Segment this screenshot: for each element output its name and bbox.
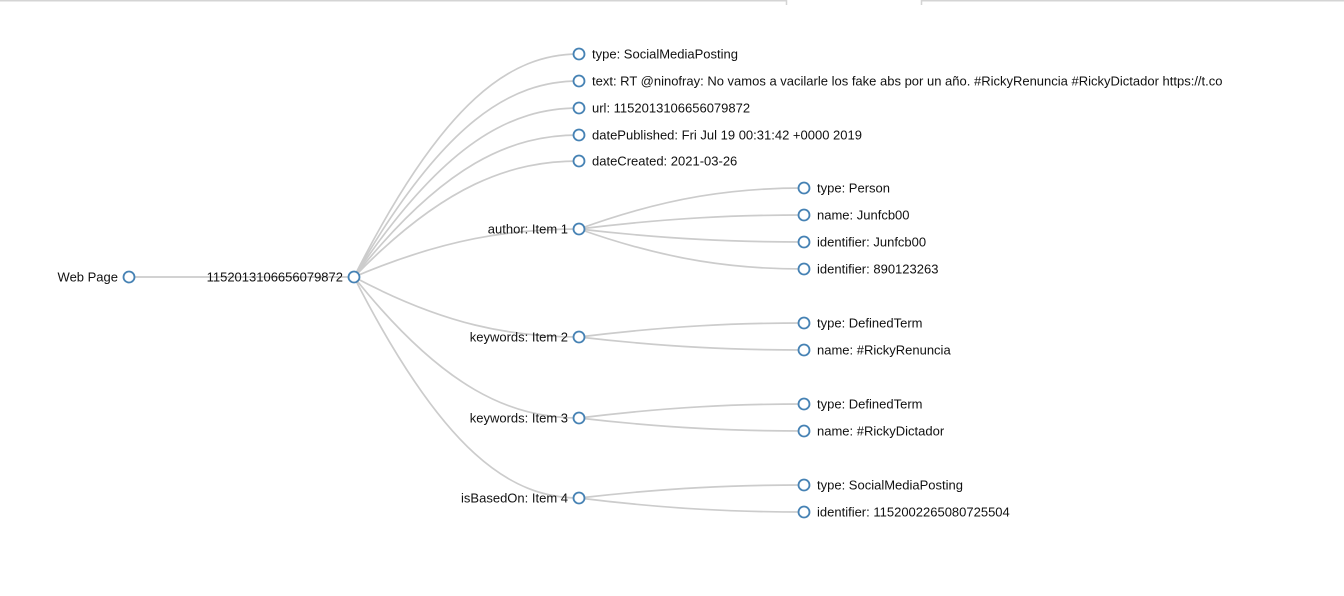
node-circle[interactable] [572, 491, 586, 505]
node-circle[interactable] [572, 128, 586, 142]
tree-node-name-rickydictador: name: #RickyDictador [797, 424, 945, 439]
node-label: type: Person [817, 181, 890, 196]
tree-node-identifier-1152002265080725504: identifier: 1152002265080725504 [797, 505, 1010, 520]
node-circle[interactable] [797, 343, 811, 357]
node-label: identifier: 890123263 [817, 262, 938, 277]
tree-node-type-socialmediaposting: type: SocialMediaPosting [572, 47, 738, 62]
tree-link [578, 417, 805, 432]
tree-link [353, 160, 580, 278]
node-label: type: DefinedTerm [817, 316, 923, 331]
node-label: keywords: Item 2 [470, 330, 568, 345]
node-circle[interactable] [572, 74, 586, 88]
tree-link [353, 134, 580, 278]
tree-link [578, 228, 805, 270]
node-circle[interactable] [572, 154, 586, 168]
tree-node-type-person: type: Person [797, 181, 890, 196]
tree-link [353, 80, 580, 278]
node-label: name: #RickyRenuncia [817, 343, 951, 358]
tree-node-type-socialmediaposting: type: SocialMediaPosting [797, 478, 963, 493]
tree-link [353, 276, 580, 338]
tree-node-type-definedterm: type: DefinedTerm [797, 397, 923, 412]
tree-link [578, 497, 805, 513]
node-circle[interactable] [797, 478, 811, 492]
tree-node-keywords-item-3: keywords: Item 3 [470, 411, 586, 426]
top-tab-border [0, 0, 1344, 5]
node-label: identifier: 1152002265080725504 [817, 505, 1010, 520]
tree-link [578, 322, 805, 338]
node-circle[interactable] [572, 330, 586, 344]
tree-node-web-page: Web Page [58, 270, 136, 285]
tree-link [578, 187, 805, 230]
node-circle[interactable] [572, 101, 586, 115]
top-tab-border-left [0, 0, 788, 5]
node-label: name: #RickyDictador [817, 424, 945, 439]
tree-node-isbasedon-item-4: isBasedOn: Item 4 [461, 491, 586, 506]
node-label: datePublished: Fri Jul 19 00:31:42 +0000… [592, 128, 862, 143]
node-label: text: RT @ninofray: No vamos a vacilarle… [592, 74, 1223, 89]
tree-link [353, 228, 580, 278]
node-circle[interactable] [572, 47, 586, 61]
tree-node-type-definedterm: type: DefinedTerm [797, 316, 923, 331]
node-label: dateCreated: 2021-03-26 [592, 154, 737, 169]
tree-link [353, 107, 580, 278]
tree-node-text-rt-ninofray-no-vamos-a-vacilarle-lo: text: RT @ninofray: No vamos a vacilarle… [572, 74, 1223, 89]
node-circle[interactable] [797, 505, 811, 519]
tree-node-name-rickyrenuncia: name: #RickyRenuncia [797, 343, 951, 358]
tree-node-datecreated-2021-03-26: dateCreated: 2021-03-26 [572, 154, 737, 169]
tree-nodes: Web Page 1152013106656079872 type: SocialM… [58, 47, 1223, 520]
node-circle[interactable] [797, 181, 811, 195]
tree-link [578, 484, 805, 499]
node-label: type: DefinedTerm [817, 397, 923, 412]
node-label: keywords: Item 3 [470, 411, 568, 426]
tree-link [353, 276, 580, 499]
tree-links [129, 53, 805, 513]
node-label: 1152013106656079872 [207, 270, 343, 285]
node-circle[interactable] [572, 411, 586, 425]
top-tab-border-right [920, 0, 1344, 5]
node-circle[interactable] [347, 270, 361, 284]
node-circle[interactable] [797, 397, 811, 411]
node-circle[interactable] [797, 316, 811, 330]
node-circle[interactable] [122, 270, 136, 284]
node-label: Web Page [58, 270, 118, 285]
node-label: name: Junfcb00 [817, 208, 910, 223]
node-circle[interactable] [797, 235, 811, 249]
node-label: url: 1152013106656079872 [592, 101, 750, 116]
node-label: type: SocialMediaPosting [817, 478, 963, 493]
node-label: identifier: Junfcb00 [817, 235, 926, 250]
node-circle[interactable] [797, 424, 811, 438]
tree-node-url-1152013106656079872: url: 1152013106656079872 [572, 101, 750, 116]
node-circle[interactable] [797, 262, 811, 276]
tree-node-datepublished-fri-jul-19-00-31-42-0000-2: datePublished: Fri Jul 19 00:31:42 +0000… [572, 128, 862, 143]
node-label: author: Item 1 [488, 222, 568, 237]
tree-node-author-item-1: author: Item 1 [488, 222, 586, 237]
tree-link [353, 53, 580, 278]
node-circle[interactable] [572, 222, 586, 236]
tree-link [578, 228, 805, 243]
tree-node-identifier-890123263: identifier: 890123263 [797, 262, 938, 277]
node-circle[interactable] [797, 208, 811, 222]
tree-node-keywords-item-2: keywords: Item 2 [470, 330, 586, 345]
tree-node-identifier-junfcb00: identifier: Junfcb00 [797, 235, 926, 250]
tree-node-name-junfcb00: name: Junfcb00 [797, 208, 910, 223]
tree-link [578, 336, 805, 351]
tree-link [578, 403, 805, 419]
tree-link [353, 276, 580, 419]
tree-link [578, 214, 805, 230]
tree-node-1152013106656079872: 1152013106656079872 [207, 270, 361, 285]
node-label: isBasedOn: Item 4 [461, 491, 568, 506]
node-label: type: SocialMediaPosting [592, 47, 738, 62]
